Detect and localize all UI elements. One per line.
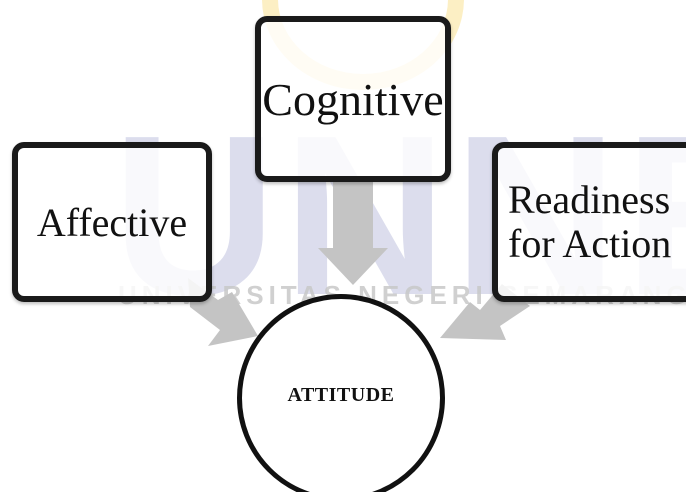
- node-readiness-for-action: Readiness for Action: [492, 142, 686, 302]
- arrow-cognitive-to-attitude: [318, 180, 388, 285]
- node-cognitive: Cognitive: [255, 16, 451, 182]
- node-attitude-label: ATTITUDE: [287, 383, 395, 406]
- node-cognitive-label: Cognitive: [262, 73, 444, 125]
- node-attitude: ATTITUDE: [237, 294, 445, 492]
- node-affective-label: Affective: [36, 199, 188, 245]
- node-readiness-line-2: for Action: [508, 221, 672, 266]
- node-readiness-label: Readiness for Action: [508, 178, 671, 266]
- node-affective: Affective: [12, 142, 212, 302]
- node-readiness-line-1: Readiness: [508, 177, 671, 222]
